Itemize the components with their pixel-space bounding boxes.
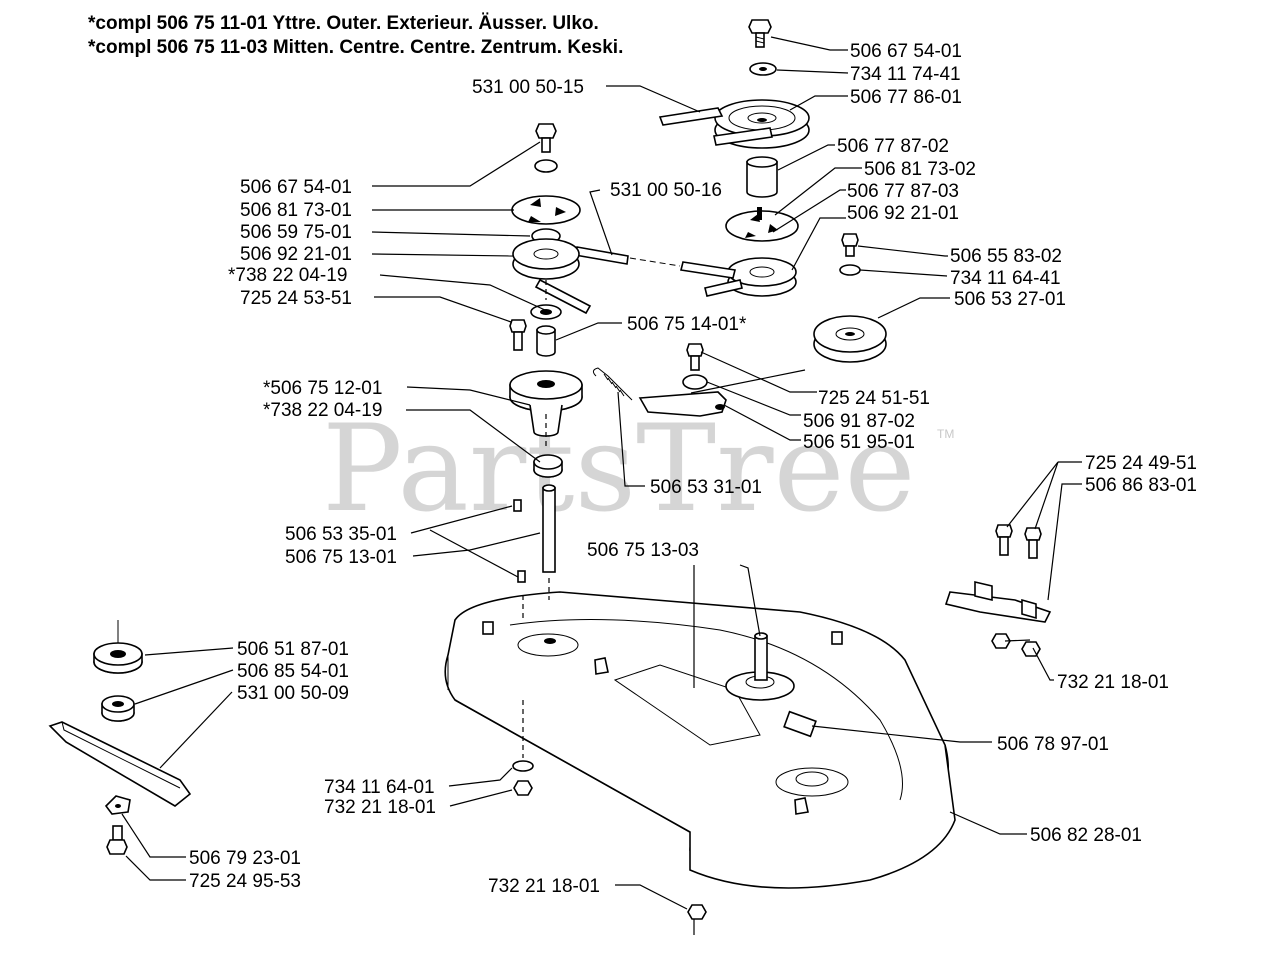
washer-right-small-illustration [839,264,861,276]
belt-top-illustration [658,107,773,146]
blade-illustration [48,721,192,807]
label-506-79-23-01: 506 79 23-01 [189,848,301,869]
spacer-right-illustration [746,156,778,198]
label-725-24-95-53: 725 24 95-53 [189,871,301,892]
bolt-bracket-a-illustration [995,524,1013,556]
nut-deck-mid-illustration [513,780,533,796]
label-734-11-64-01: 734 11 64-01 [324,777,435,798]
label-734-11-74-41: 734 11 74-41 [850,64,961,85]
spindle-shaft-illustration [542,484,556,573]
label-506-67-54-01-top: 506 67 54-01 [850,41,962,62]
bolt-bracket-b-illustration [1024,527,1042,559]
label-506-86-83-01: 506 86 83-01 [1085,475,1197,496]
tension-arm-illustration [638,391,727,417]
bearing-left-lower-illustration [533,454,563,478]
label-506-85-54-01: 506 85 54-01 [237,661,349,682]
bolt-top-right-illustration [748,19,772,48]
label-506-53-27-01: 506 53 27-01 [954,289,1066,310]
pulley-left-illustration [512,238,592,315]
label-506-53-31-01: 506 53 31-01 [650,477,762,498]
blade-hub-illustration [101,695,135,722]
fan-plate-left-illustration [511,195,581,225]
label-506-77-87-02: 506 77 87-02 [837,136,949,157]
nut-bracket-b-illustration [1021,641,1041,657]
blade-pulley-illustration [93,620,143,674]
key-upper-illustration [513,499,522,512]
label-732-21-18-01-right: 732 21 18-01 [1057,672,1169,693]
leader-lines [121,36,1082,935]
nut-deck-bottom-illustration [687,904,707,920]
label-725-24-51-51: 725 24 51-51 [818,388,930,409]
washer-left-top-illustration [534,159,558,173]
label-506-77-87-03: 506 77 87-03 [847,181,959,202]
label-506-67-54-01-left: 506 67 54-01 [240,177,352,198]
bolt-left-top-illustration [535,123,557,153]
blade-bolt-illustration [106,825,128,855]
washer-arm-illustration [682,374,708,390]
watermark-text: PartsTree [322,400,916,539]
spindle-housing-illustration [509,370,583,437]
label-531-00-50-16: 531 00 50-16 [610,180,722,201]
label-506-53-35-01: 506 53 35-01 [285,524,397,545]
label-738-22-04-19-b: *738 22 04-19 [263,400,382,421]
idler-pulley-illustration [813,315,887,363]
label-506-78-97-01: 506 78 97-01 [997,734,1109,755]
label-531-00-50-09: 531 00 50-09 [237,683,349,704]
bolt-right-small-illustration [841,233,859,257]
mount-bracket-illustration [944,580,1052,623]
washer-hole [759,67,767,71]
blade-washer-illustration [104,795,131,815]
label-738-22-04-19-a: *738 22 04-19 [228,265,347,286]
label-506-81-73-02: 506 81 73-02 [864,159,976,180]
bolt-arm-illustration [686,343,704,371]
spring-illustration [592,367,633,401]
bearing-left-upper-illustration [530,304,562,320]
label-506-75-13-03: 506 75 13-03 [587,540,699,561]
label-506-75-12-01: *506 75 12-01 [263,378,382,399]
label-506-75-14-01: 506 75 14-01* [627,314,747,335]
fan-plate-right-illustration [725,207,799,242]
header-line-2: *compl 506 75 11-03 Mitten. Centre. Cent… [88,37,623,58]
label-725-24-53-51: 725 24 53-51 [240,288,352,309]
label-732-21-18-01-bottom: 732 21 18-01 [488,876,600,897]
label-506-75-13-01: 506 75 13-01 [285,547,397,568]
spacer-left-illustration [536,325,556,357]
watermark-trademark: TM [937,427,954,441]
part-labels: 506 67 54-01 734 11 74-41 531 00 50-15 5… [189,41,1197,897]
washer-deck-illustration [512,760,534,772]
header-line-1: *compl 506 75 11-01 Yttre. Outer. Exteri… [88,13,599,34]
belt-middle-illustration [574,246,743,297]
label-506-51-95-01: 506 51 95-01 [803,432,915,453]
label-506-55-83-02: 506 55 83-02 [950,246,1062,267]
label-506-92-21-01-right: 506 92 21-01 [847,203,959,224]
label-506-91-87-02: 506 91 87-02 [803,411,915,432]
label-734-11-64-41: 734 11 64-41 [950,268,1061,289]
bolt-left-side-illustration [509,319,527,351]
label-732-21-18-01-mid: 732 21 18-01 [324,797,436,818]
label-506-51-87-01: 506 51 87-01 [237,639,349,660]
label-506-77-86-01: 506 77 86-01 [850,87,962,108]
nut-bracket-a-illustration [991,633,1011,649]
label-506-92-21-01-left: 506 92 21-01 [240,244,352,265]
label-506-82-28-01: 506 82 28-01 [1030,825,1142,846]
mower-deck-illustration [444,591,956,889]
label-531-00-50-15: 531 00 50-15 [472,77,584,98]
pulley-right-lower-illustration [727,257,797,297]
key-lower-illustration [517,570,526,583]
label-725-24-49-51: 725 24 49-51 [1085,453,1197,474]
label-506-81-73-01: 506 81 73-01 [240,200,352,221]
label-506-59-75-01: 506 59 75-01 [240,222,352,243]
